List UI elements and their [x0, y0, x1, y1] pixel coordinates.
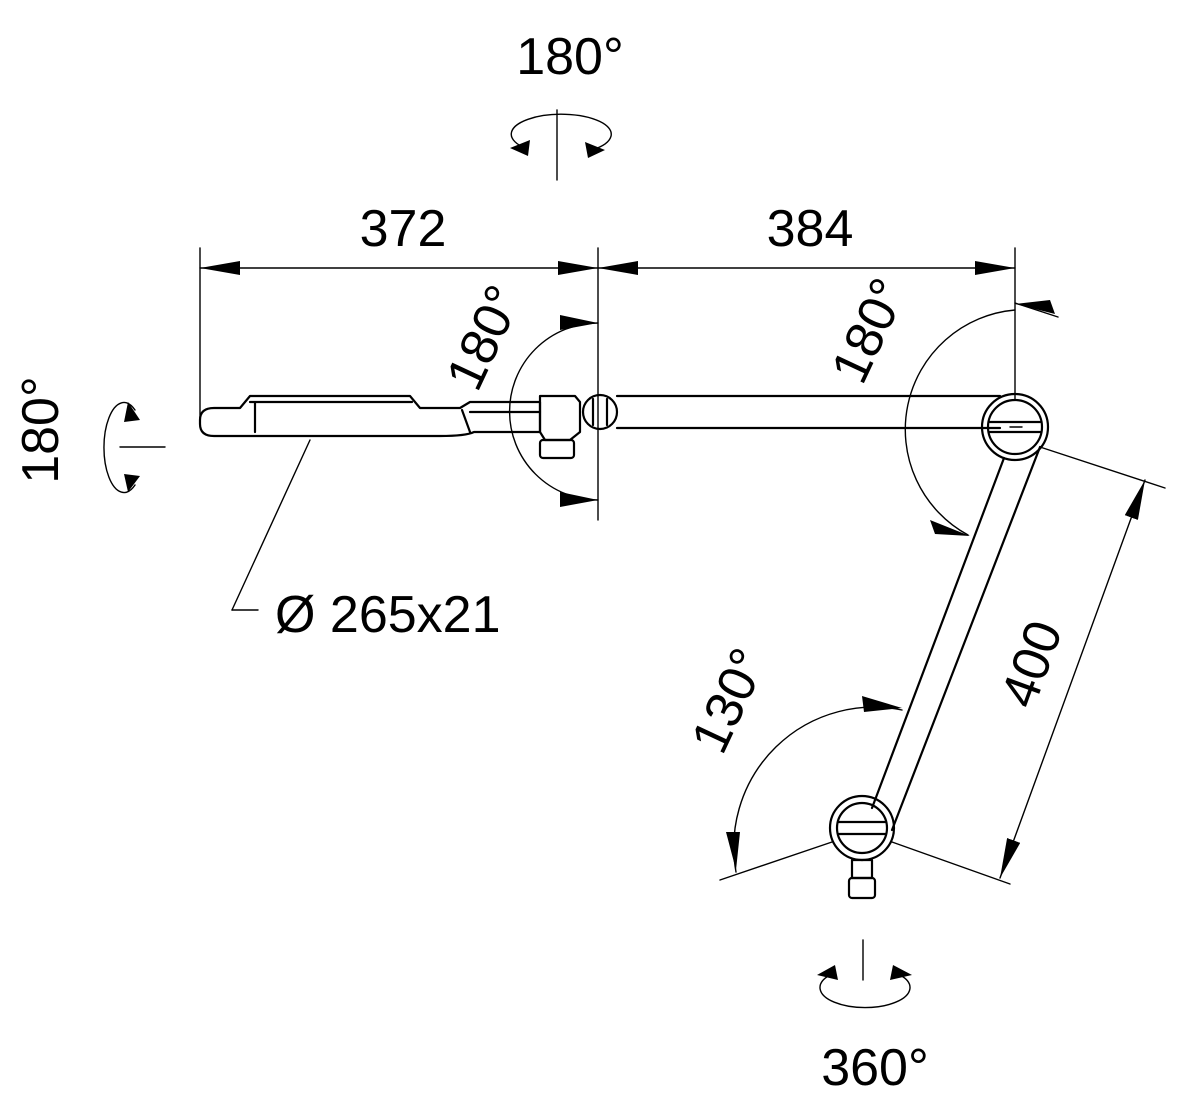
angle-head-rotation-top: 180° [510, 28, 624, 181]
lens-leader: Ø 265x21 [231, 439, 501, 644]
angle-head-joint: 180° [436, 277, 599, 507]
dim-400-label: 400 [990, 614, 1074, 715]
angle-elbow-joint: 180° [821, 270, 1059, 536]
angle-head-tilt-side: 180° [12, 376, 166, 494]
angle-base-rotation: 360° [817, 939, 929, 1097]
dim-384-label: 384 [767, 200, 854, 258]
dim-372: 372 [199, 200, 599, 521]
angle-elbow-joint-label: 180° [821, 270, 919, 392]
angle-base-rotation-label: 360° [821, 1039, 929, 1097]
dim-372-label: 372 [360, 200, 447, 258]
angle-head-rotation-top-label: 180° [516, 28, 624, 86]
head-knuckle [538, 394, 582, 460]
dim-400: 400 [891, 446, 1166, 885]
joint-head [581, 393, 619, 431]
angle-head-joint-label: 180° [436, 277, 534, 399]
upper-arm [615, 394, 1002, 430]
angle-base-joint-label: 130° [681, 640, 779, 762]
lens-dimension-label: Ø 265x21 [275, 586, 501, 644]
joint-base [828, 794, 896, 900]
angle-base-joint: 130° [681, 640, 903, 881]
dim-384: 384 [597, 200, 1016, 401]
lamp-head [198, 394, 542, 438]
angle-head-tilt-side-label: 180° [12, 376, 70, 484]
